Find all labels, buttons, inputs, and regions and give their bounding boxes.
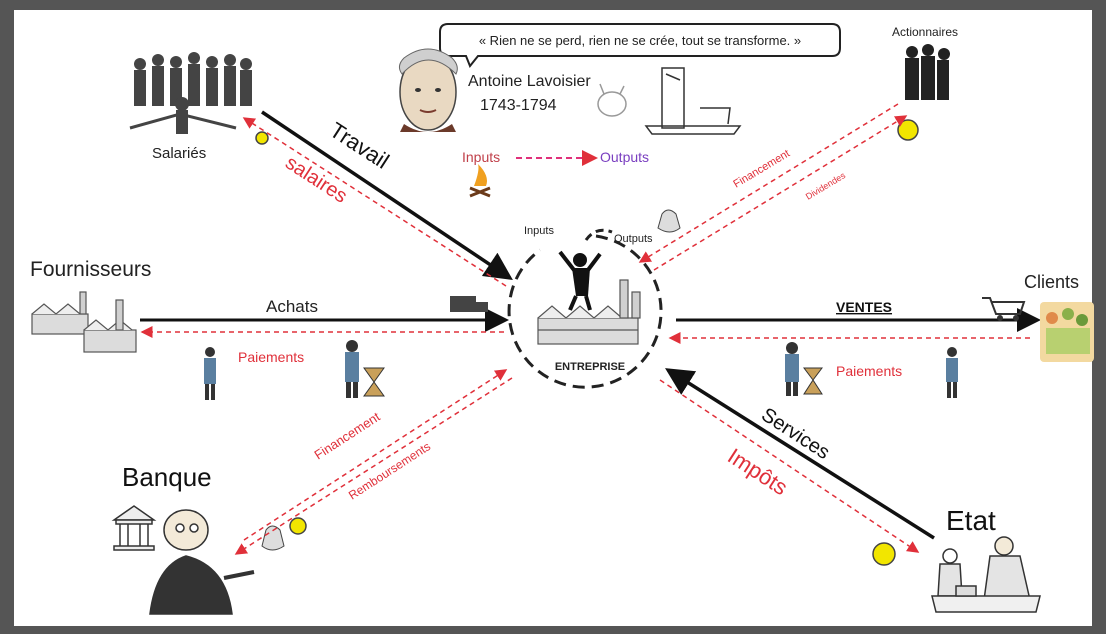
paiements-clients-label: Paiements	[836, 363, 902, 379]
money-bag-icon	[657, 209, 681, 233]
lavoisier-name: Antoine Lavoisier	[468, 73, 591, 90]
shopping-cart-icon	[982, 297, 1026, 321]
center-outputs-label: Outputs	[614, 233, 653, 245]
travail-arrow	[261, 110, 513, 280]
center-inputs-label: Inputs	[524, 225, 554, 237]
impots-arrow	[659, 379, 920, 553]
juggler-figure	[558, 250, 602, 311]
flask-icon	[597, 83, 627, 117]
achats-label: Achats	[266, 297, 318, 316]
actionnaires-label: Actionnaires	[892, 25, 958, 39]
clients-label: Clients	[1024, 272, 1079, 292]
travail-label: Travail	[325, 117, 393, 173]
money-bag-icon	[261, 525, 285, 551]
financement-actionnaires-label: Financement	[731, 148, 792, 191]
coin-icon	[872, 542, 896, 566]
businessman-hourglass-icon	[345, 340, 385, 398]
fournisseurs-label: Fournisseurs	[30, 258, 151, 281]
salaires-arrow	[242, 117, 507, 287]
ventes-label: VENTES	[836, 299, 892, 315]
salaries-group-icon	[129, 52, 252, 134]
salaries-label: Salariés	[152, 145, 206, 162]
paiements-fournisseurs-label: Paiements	[238, 349, 304, 365]
financement-actionnaires-arrow	[638, 103, 899, 263]
businessman-icon	[946, 347, 958, 398]
quote-bubble: « Rien ne se perd, rien ne se crée, tout…	[439, 23, 841, 68]
guillotine-icon	[644, 67, 742, 135]
bank-building-icon	[111, 505, 157, 551]
clients-crowd-icon	[1040, 302, 1094, 362]
banque-label: Banque	[122, 462, 212, 492]
quote-text: « Rien ne se perd, rien ne se crée, tout…	[479, 33, 801, 48]
fournisseurs-factory-icon	[31, 291, 137, 353]
coin-icon	[289, 517, 307, 535]
factory-icon	[537, 279, 641, 345]
coin-icon	[897, 119, 919, 141]
lavoisier-portrait	[398, 48, 458, 132]
businessman-icon	[204, 347, 216, 400]
businessman-hourglass-icon	[785, 342, 823, 396]
banker-figure	[149, 509, 255, 615]
etat-label: Etat	[946, 505, 996, 536]
lavoisier-dates: 1743-1794	[480, 97, 557, 114]
financement-banque-label: Financement	[311, 409, 383, 463]
remboursements-label: Remboursements	[346, 439, 433, 502]
truck-icon	[450, 296, 488, 312]
coin-icon	[255, 131, 269, 145]
impots-label: Impôts	[723, 443, 792, 500]
io-demo-outputs: Outputs	[600, 149, 649, 165]
io-demo-inputs: Inputs	[462, 149, 500, 165]
remboursements-arrow	[234, 377, 513, 555]
dividendes-arrow	[653, 115, 908, 271]
financement-banque-arrow	[243, 369, 508, 541]
salaires-label: salaires	[281, 152, 351, 208]
actionnaires-icon	[905, 44, 950, 100]
etat-office-icon	[931, 536, 1041, 613]
services-arrow	[665, 368, 935, 540]
entreprise-label: ENTREPRISE	[555, 361, 625, 373]
entreprise-circle	[507, 228, 663, 389]
campfire-icon	[469, 164, 491, 198]
